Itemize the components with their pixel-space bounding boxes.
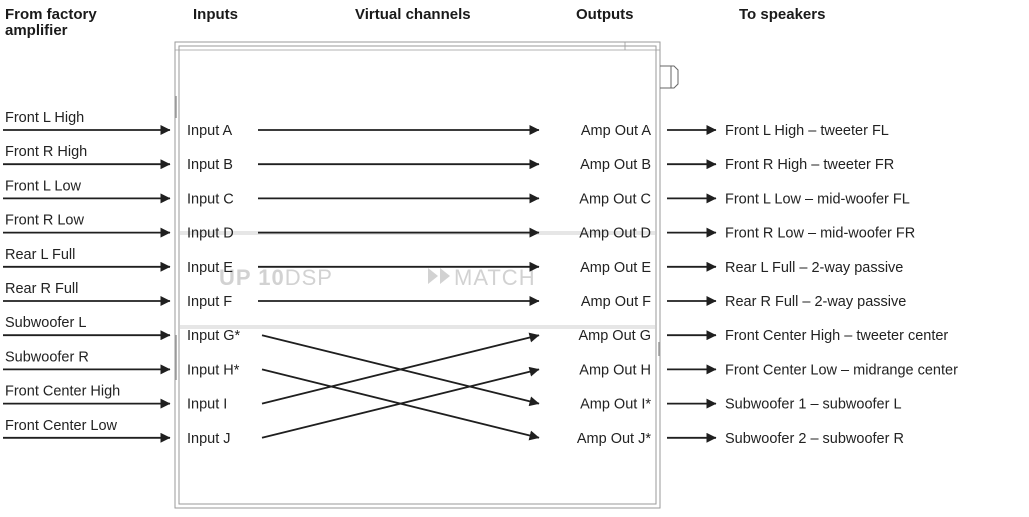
source-label: Front L High bbox=[5, 110, 84, 126]
output-label: Amp Out A bbox=[581, 123, 651, 139]
input-label: Input D bbox=[187, 226, 234, 242]
output-label: Amp Out G bbox=[578, 328, 651, 344]
source-label: Front R High bbox=[5, 144, 87, 160]
source-label: Front Center Low bbox=[5, 418, 118, 434]
input-label: Input G* bbox=[187, 328, 241, 344]
input-label: Input H* bbox=[187, 362, 240, 378]
input-label: Input I bbox=[187, 397, 227, 413]
speaker-label: Front L Low – mid-woofer FL bbox=[725, 191, 910, 207]
input-label: Input J bbox=[187, 431, 231, 447]
output-label: Amp Out D bbox=[579, 226, 651, 242]
output-label: Amp Out H bbox=[579, 362, 651, 378]
svg-text:UP 10DSP: UP 10DSP bbox=[219, 265, 333, 290]
source-label: Front Center High bbox=[5, 384, 120, 400]
input-label: Input F bbox=[187, 294, 232, 310]
dsp-device bbox=[174, 41, 679, 509]
output-label: Amp Out J* bbox=[577, 431, 651, 447]
source-label: Rear R Full bbox=[5, 281, 78, 297]
input-label: Input B bbox=[187, 157, 233, 173]
header-virtual-channels: Virtual channels bbox=[355, 6, 471, 23]
watermark-model-light: DSP bbox=[285, 265, 333, 290]
output-label: Amp Out F bbox=[581, 294, 651, 310]
input-label: Input E bbox=[187, 260, 233, 276]
header-inputs: Inputs bbox=[193, 6, 238, 23]
watermark-model-bold: UP 10 bbox=[219, 265, 285, 290]
source-label: Front R Low bbox=[5, 213, 84, 229]
header-outputs: Outputs bbox=[576, 6, 634, 23]
routing-arrow bbox=[261, 366, 540, 439]
device-watermark: UP 10DSP MATCH bbox=[219, 265, 536, 290]
speaker-label: Rear L Full – 2-way passive bbox=[725, 260, 903, 276]
input-label: Input A bbox=[187, 123, 232, 139]
input-label: Input C bbox=[187, 191, 234, 207]
speaker-label: Front L High – tweeter FL bbox=[725, 123, 889, 139]
output-label: Amp Out E bbox=[580, 260, 651, 276]
routing-arrow bbox=[261, 332, 540, 405]
output-label: Amp Out C bbox=[579, 191, 651, 207]
speaker-label: Front R High – tweeter FR bbox=[725, 157, 894, 173]
speaker-label: Subwoofer 2 – subwoofer R bbox=[725, 431, 904, 447]
source-label: Rear L Full bbox=[5, 247, 75, 263]
source-label: Subwoofer R bbox=[5, 349, 89, 365]
speaker-label: Front Center High – tweeter center bbox=[725, 328, 948, 344]
source-label: Front L Low bbox=[5, 178, 82, 194]
source-label: Subwoofer L bbox=[5, 315, 86, 331]
match-logo-icon bbox=[428, 268, 450, 284]
speaker-label: Front R Low – mid-woofer FR bbox=[725, 226, 915, 242]
header-speakers: To speakers bbox=[739, 6, 826, 23]
output-label: Amp Out I* bbox=[580, 397, 651, 413]
device-connector-marks bbox=[175, 96, 660, 380]
speaker-label: Subwoofer 1 – subwoofer L bbox=[725, 397, 902, 413]
output-label: Amp Out B bbox=[580, 157, 651, 173]
speaker-label: Front Center Low – midrange center bbox=[725, 362, 958, 378]
speaker-label: Rear R Full – 2-way passive bbox=[725, 294, 906, 310]
watermark-brand: MATCH bbox=[454, 265, 536, 290]
